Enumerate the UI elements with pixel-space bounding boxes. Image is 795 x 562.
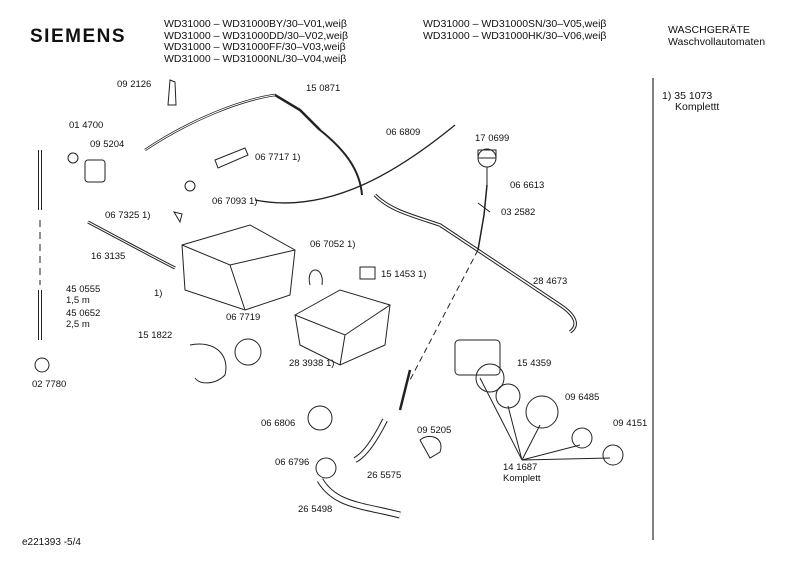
filter-cap (602, 444, 624, 466)
seal-06-7719 (234, 338, 262, 366)
part-label: 09 5204 (90, 139, 125, 150)
model-line: WD31000 – WD31000HK/30–V06,weiβ (423, 29, 607, 42)
part-label: 2,5 m (66, 319, 90, 330)
clip-06-7093 (184, 180, 196, 192)
part-label: 28 3938 1) (289, 358, 335, 369)
part-label: 06 6806 (261, 418, 296, 429)
category-heading: WASCHGERÄTE Waschvollautomaten (668, 24, 765, 48)
part-label: 1) (154, 288, 163, 299)
model-line: WD31000 – WD31000FF/30–V03,weiβ (164, 41, 346, 53)
ring-15-4359 (495, 383, 521, 409)
clip-06-7717 (214, 147, 249, 169)
footer-code: e221393 -5/4 (22, 537, 81, 548)
part-label: 26 5498 (298, 504, 333, 515)
part-label: 15 1453 1) (381, 269, 427, 280)
part-label: 28 4673 (533, 276, 568, 287)
part-label: 06 6613 (510, 180, 545, 191)
part-label: 03 2582 (501, 207, 536, 218)
part-label: 17 0699 (475, 133, 510, 144)
part-label: 15 1822 (138, 330, 173, 341)
part-label: 01 4700 (69, 120, 104, 131)
hose-28-4673-inner (374, 194, 576, 333)
dash-line-pressure (409, 249, 479, 381)
part-label: 06 7717 1) (255, 152, 301, 163)
ring-09-4151 (571, 427, 593, 449)
part-label: 06 7052 1) (310, 239, 356, 250)
part-label: 15 4359 (517, 358, 552, 369)
part-label: 06 7719 (226, 312, 261, 323)
pump-motor (454, 339, 501, 376)
leaders-14-1687 (479, 377, 611, 461)
part-label: 06 6809 (386, 127, 421, 138)
cap-15-1453 (359, 266, 376, 280)
hose-long-arc (319, 129, 363, 196)
tube-06-6613 (477, 184, 488, 251)
part-label: Komplett (503, 473, 541, 484)
part-label: 09 2126 (117, 79, 152, 90)
model-line: WD31000 – WD31000NL/30–V04,weiβ (164, 52, 347, 65)
cable-06-6809 (254, 124, 456, 204)
part-label: 09 4151 (613, 418, 648, 429)
model-list-left: WD31000 – WD31000BY/30–V01,weiβ WD31000 … (164, 18, 349, 65)
siphon-06-7052 (308, 269, 323, 286)
part-label: 09 6485 (565, 392, 600, 403)
clip-09-2126 (167, 79, 177, 106)
side-note: 1) 35 1073 Komplettt (662, 91, 719, 113)
hose-15-0871 (144, 93, 321, 152)
screw-03-2582 (477, 202, 491, 213)
part-label: 16 3135 (91, 251, 126, 262)
model-line: WD31000 – WD31000DD/30–V02,weiβ (164, 29, 349, 42)
detergent-housing (181, 224, 296, 311)
ball-06-6796 (315, 457, 337, 479)
part-label: 45 0555 (66, 284, 101, 295)
note-part: 1) 35 1073 (662, 90, 713, 102)
part-label: 06 7325 1) (105, 210, 151, 221)
model-list-right: WD31000 – WD31000SN/30–V05,weiβ WD31000 … (423, 18, 607, 42)
hose-28-4673 (373, 193, 577, 334)
note-text: Komplettt (675, 101, 720, 113)
category-line: WASCHGERÄTE (668, 24, 750, 36)
part-label: 09 5205 (417, 425, 452, 436)
clip-06-7325 (172, 211, 183, 224)
filter-01-4700 (67, 152, 79, 164)
model-line: WD31000 – WD31000SN/30–V05,weiβ (423, 18, 607, 30)
rod-vertical (398, 369, 412, 411)
clamp-06-6806 (307, 405, 333, 431)
pump-impeller (475, 363, 505, 393)
detergent-drawer-28-3938 (294, 289, 391, 366)
pump-housing-09-6485 (525, 395, 559, 429)
valve-09-5204 (84, 159, 106, 183)
part-label: 1,5 m (66, 295, 90, 306)
bellows-15-1822 (189, 343, 227, 384)
part-label: 06 7093 1) (212, 196, 258, 207)
brand-logo: SIEMENS (30, 26, 127, 47)
part-label: 15 0871 (306, 83, 341, 94)
model-line: WD31000 – WD31000BY/30–V01,weiβ (164, 18, 347, 30)
part-label: 26 5575 (367, 470, 402, 481)
washer-02-7780 (34, 357, 50, 373)
part-label: 02 7780 (32, 379, 67, 390)
part-label: 14 1687 (503, 462, 538, 473)
hose-15-0871-inner (144, 94, 276, 151)
category-line: Waschvollautomaten (668, 36, 766, 48)
clip-09-5205 (419, 436, 442, 459)
part-label: 06 6796 (275, 457, 310, 468)
part-label: 45 0652 (66, 308, 101, 319)
